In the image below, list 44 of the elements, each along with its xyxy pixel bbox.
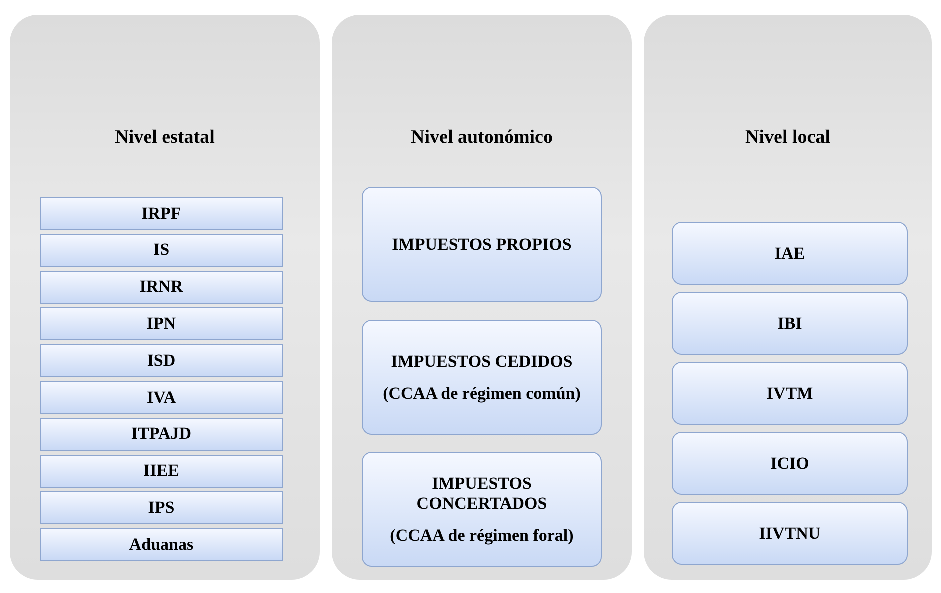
column-panel <box>644 15 932 580</box>
tax-name: IS <box>153 240 170 260</box>
tax-name: ICIO <box>770 454 810 474</box>
column-heading: Nivel local <box>744 127 832 149</box>
tax-name: IRPF <box>142 204 182 224</box>
tax-box <box>362 320 602 435</box>
tax-box <box>40 528 283 562</box>
box-note: (CCAA de régimen común) <box>383 384 581 404</box>
tax-name: IMPUESTOS PROPIOS <box>392 234 572 254</box>
tax-name: IRNR <box>140 277 184 298</box>
tax-box <box>672 362 908 425</box>
tax-box <box>40 197 283 230</box>
tax-box <box>672 502 908 565</box>
tax-name: IVTM <box>766 384 814 404</box>
tax-box <box>40 454 283 488</box>
tax-box <box>40 344 283 378</box>
tax-box <box>40 270 283 304</box>
tax-name: IVA <box>147 388 176 408</box>
tax-box <box>672 292 908 355</box>
tax-box <box>40 491 283 524</box>
box-note: (CCAA de régimen foral) <box>390 526 574 546</box>
tax-box <box>362 452 602 567</box>
tax-name: ISD <box>147 350 176 371</box>
column-heading: Nivel estatal <box>114 127 216 149</box>
tax-name: IIVTNU <box>759 524 821 544</box>
tax-box <box>40 381 283 414</box>
tax-name: IMPUESTOS CEDIDOS <box>391 352 573 372</box>
column-panel <box>332 15 632 580</box>
tax-name: IPS <box>148 498 175 518</box>
tax-name: IAE <box>774 244 806 264</box>
tax-box <box>672 432 908 495</box>
tax-box <box>40 418 283 451</box>
tax-box <box>672 222 908 285</box>
tax-name: ITPAJD <box>131 424 192 444</box>
tax-name: IMPUESTOS CONCERTADOS <box>416 474 548 514</box>
tax-name: Aduanas <box>129 534 194 555</box>
tax-name: IPN <box>146 314 176 334</box>
tax-box <box>40 234 283 267</box>
tax-name: IIEE <box>144 461 180 482</box>
tax-box <box>362 187 602 302</box>
tax-name: IBI <box>778 314 802 334</box>
tax-box <box>40 307 283 340</box>
column-panel <box>10 15 320 580</box>
column-heading: Nivel autonómico <box>410 127 554 149</box>
